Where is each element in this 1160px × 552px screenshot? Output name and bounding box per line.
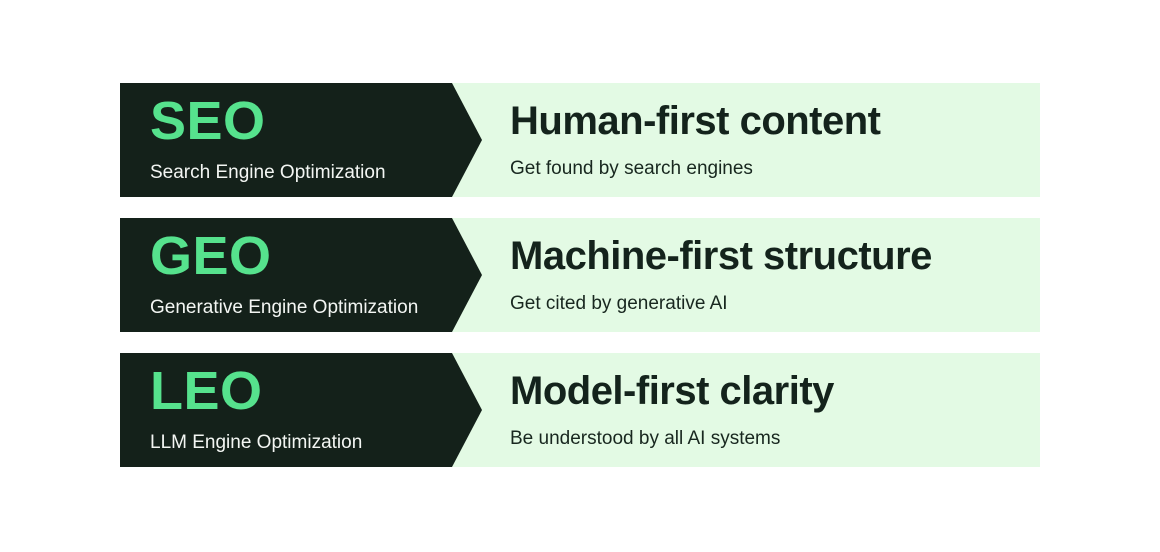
seo-headline: Human-first content (510, 98, 881, 143)
seo-acronym: SEO (150, 91, 266, 152)
leo-subtitle: Be understood by all AI systems (510, 427, 781, 449)
leo-arrow-badge (120, 353, 482, 467)
geo-light-panel (452, 218, 1040, 332)
leo-arrow-text: LEO LLM Engine Optimization (150, 353, 362, 467)
seo-full-name: Search Engine Optimization (150, 162, 386, 184)
geo-panel-text: Machine-first structure Get cited by gen… (510, 218, 932, 332)
geo-acronym: GEO (150, 226, 272, 287)
geo-arrow-text: GEO Generative Engine Optimization (150, 218, 418, 332)
leo-acronym: LEO (150, 361, 263, 422)
row-seo: SEO Search Engine Optimization Human-fir… (120, 83, 1040, 197)
geo-subtitle: Get cited by generative AI (510, 292, 728, 314)
seo-light-panel (452, 83, 1040, 197)
leo-light-panel (452, 353, 1040, 467)
row-geo: GEO Generative Engine Optimization Machi… (120, 218, 1040, 332)
geo-arrow-badge (120, 218, 482, 332)
leo-panel-text: Model-first clarity Be understood by all… (510, 353, 834, 467)
seo-subtitle: Get found by search engines (510, 157, 753, 179)
seo-arrow-text: SEO Search Engine Optimization (150, 83, 386, 197)
row-leo: LEO LLM Engine Optimization Model-first … (120, 353, 1040, 467)
leo-full-name: LLM Engine Optimization (150, 432, 363, 454)
geo-headline: Machine-first structure (510, 233, 932, 278)
seo-arrow-badge (120, 83, 482, 197)
leo-headline: Model-first clarity (510, 368, 834, 413)
geo-full-name: Generative Engine Optimization (150, 297, 419, 319)
seo-panel-text: Human-first content Get found by search … (510, 83, 881, 197)
